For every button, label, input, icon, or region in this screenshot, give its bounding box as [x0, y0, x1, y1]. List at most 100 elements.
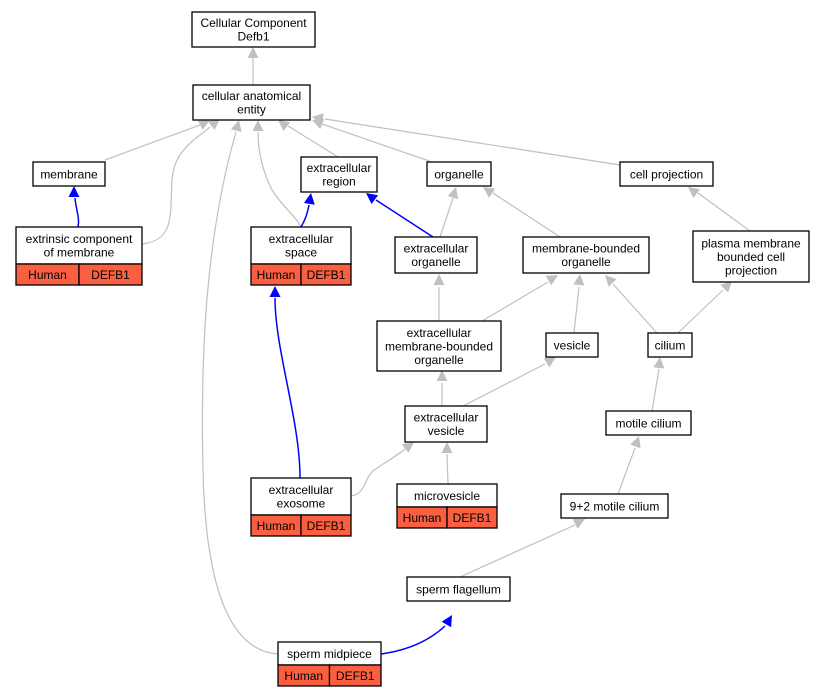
edge-ecvesicle-to-vesicle — [462, 357, 556, 407]
edge-arrowhead — [572, 519, 585, 529]
node-organelle[interactable]: organelle — [426, 161, 492, 187]
edge-line — [481, 281, 549, 322]
edge-arrowhead — [483, 187, 496, 198]
node-flagellum[interactable]: sperm flagellum — [406, 576, 511, 602]
node-vesicle[interactable]: vesicle — [545, 332, 599, 358]
edge-line — [446, 453, 449, 485]
node-box — [32, 161, 106, 187]
node-nineplus2[interactable]: 9+2 motile cilium — [560, 493, 669, 519]
node-cellproj[interactable]: cell projection — [619, 161, 714, 187]
edge-ecorg-to-organelle — [439, 187, 459, 238]
gene-cell — [328, 664, 382, 687]
edge-line — [321, 123, 433, 163]
edge-cellproj-to-cae — [312, 113, 621, 166]
node-label-line: plasma membrane — [701, 236, 801, 250]
node-motile[interactable]: motile cilium — [605, 410, 692, 436]
edge-line — [324, 118, 621, 166]
edge-line — [74, 197, 80, 228]
gene-label: DEFB1 — [307, 268, 346, 282]
node-box — [560, 493, 669, 519]
edge-ecorg-to-ecregion — [366, 193, 434, 238]
edge-arrowhead — [436, 370, 448, 381]
edge-midpiece-to-flagellum — [380, 615, 452, 655]
edge-extrinsic-to-membrane — [68, 186, 80, 228]
edge-arrowhead — [366, 193, 379, 204]
node-box — [250, 226, 352, 265]
node-label-line: sperm flagellum — [416, 582, 501, 596]
node-box — [191, 11, 316, 48]
edge-arrowhead — [197, 120, 210, 130]
gene-cell — [300, 514, 352, 537]
node-label-line: Cellular Component — [200, 16, 307, 30]
edge-arrowhead — [433, 274, 445, 285]
node-label-line: membrane-bounded — [532, 242, 640, 256]
edge-arrowhead — [688, 187, 701, 198]
edge-flagellum-to-nineplus2 — [459, 519, 585, 578]
node-label-line: extrinsic component — [26, 232, 133, 246]
node-label-line: cilium — [655, 338, 686, 352]
node-label-line: extracellular — [269, 232, 334, 246]
edge-arrowhead — [207, 119, 220, 130]
edge-arrowhead — [441, 615, 452, 628]
edge-line — [651, 368, 660, 412]
edge-line — [612, 283, 658, 334]
node-label-line: extracellular — [269, 483, 334, 497]
edge-line — [287, 125, 339, 158]
edge-line — [677, 289, 724, 334]
edge-arrowhead — [269, 286, 281, 297]
edge-arrowhead — [68, 186, 80, 197]
node-box — [605, 410, 692, 436]
node-membrane[interactable]: membrane — [32, 161, 106, 187]
node-box — [692, 230, 810, 283]
node-label-line: bounded cell — [717, 250, 785, 264]
node-box — [426, 161, 492, 187]
gene-cell — [446, 506, 498, 529]
edge-line — [274, 297, 301, 479]
node-box — [15, 226, 143, 265]
edge-ecspace-to-ecregion — [300, 193, 315, 228]
node-label-line: projection — [725, 263, 777, 277]
edge-midpiece-to-cae — [201, 120, 279, 655]
edge-line — [492, 192, 561, 238]
edge-motile-to-cilium — [651, 357, 665, 412]
edge-arrowhead — [401, 442, 414, 453]
edge-ecmbo-to-mbo — [481, 275, 558, 322]
edge-line — [380, 625, 446, 655]
edge-arrowhead — [447, 187, 459, 200]
node-box — [619, 161, 714, 187]
edge-line — [439, 197, 454, 238]
node-box — [376, 320, 502, 372]
edge-mbo-to-organelle — [483, 187, 561, 238]
edge-arrowhead — [653, 357, 665, 369]
edge-cilium-to-mbo — [605, 275, 658, 334]
edge-cilium-to-pmproj — [677, 281, 732, 334]
node-box — [522, 236, 650, 274]
node-cilium[interactable]: cilium — [647, 332, 693, 358]
edge-arrowhead — [278, 120, 291, 131]
edge-line — [375, 199, 434, 238]
edge-extrinsic-to-cae — [141, 119, 220, 245]
edges-layer — [68, 47, 751, 655]
edge-arrowhead — [573, 274, 585, 286]
edge-arrowhead — [303, 193, 315, 205]
node-label-line: extracellular — [414, 411, 479, 425]
node-box — [406, 576, 511, 602]
edge-line — [300, 204, 310, 228]
edge-arrowhead — [630, 436, 641, 449]
node-label-line: space — [285, 246, 317, 260]
